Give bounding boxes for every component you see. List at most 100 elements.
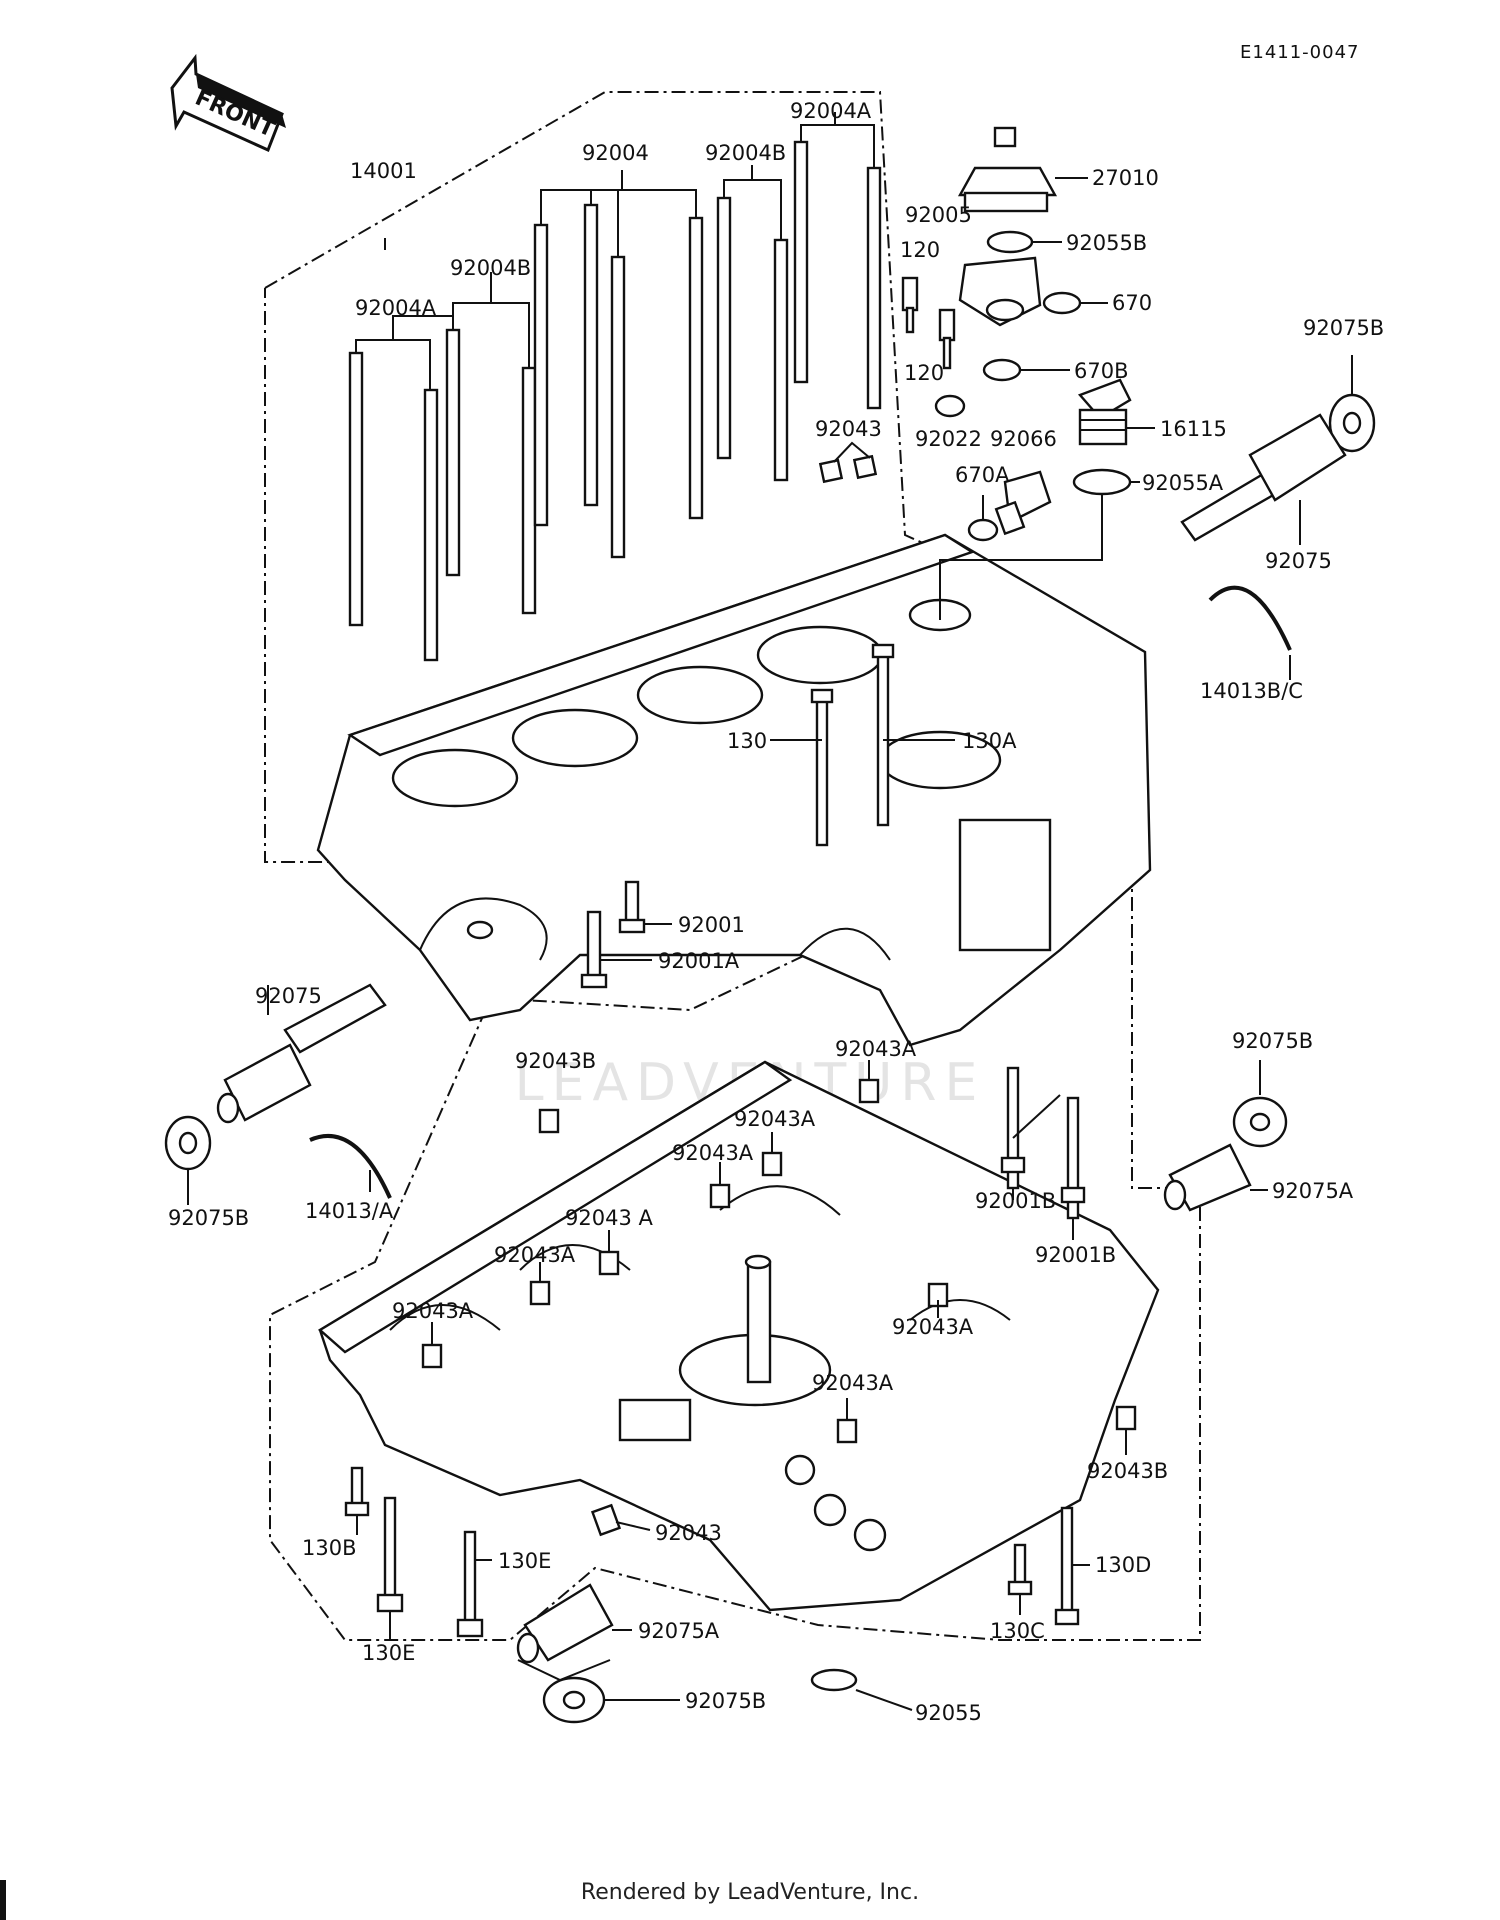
upper-crankcase bbox=[316, 533, 1152, 1047]
dowel-92043a-4 bbox=[598, 1250, 620, 1276]
bolts-130 bbox=[770, 643, 955, 847]
label-130e-2: 130E bbox=[362, 1641, 415, 1665]
stud-92004a-left-2 bbox=[423, 388, 439, 662]
front-arrow-icon: FRONT bbox=[170, 53, 286, 153]
cylinder-bore-4 bbox=[756, 625, 884, 685]
label-92043-bottom: 92043 bbox=[655, 1521, 722, 1545]
label-670: 670 bbox=[1112, 291, 1152, 315]
bolts-bottom bbox=[344, 1466, 1090, 1640]
roller-92075a-bottom bbox=[523, 1583, 614, 1662]
label-130e-1: 130E bbox=[498, 1549, 551, 1573]
label-92043b-left: 92043B bbox=[515, 1049, 596, 1073]
oring-670b bbox=[982, 358, 1022, 382]
stud-92004a-top-1 bbox=[793, 140, 809, 384]
label-92043b-right: 92043B bbox=[1087, 1459, 1168, 1483]
label-92075-left: 92075 bbox=[255, 984, 322, 1008]
label-130: 130 bbox=[727, 729, 767, 753]
label-92075-right: 92075 bbox=[1265, 549, 1332, 573]
dowel-92043b-right bbox=[1115, 1405, 1137, 1431]
dowel-92043a-6 bbox=[421, 1343, 443, 1369]
washer-92022 bbox=[934, 394, 966, 418]
callout-labels: 14001 92004 92004B 92004A 92004B 92004A … bbox=[168, 99, 1384, 1725]
oil-pressure-switch-assembly bbox=[901, 126, 1155, 620]
bolt-130 bbox=[815, 693, 829, 847]
stud-92004b-top-2 bbox=[773, 238, 789, 482]
oil-pipe-lower bbox=[746, 1260, 772, 1384]
label-92005: 92005 bbox=[905, 203, 972, 227]
label-92055a: 92055A bbox=[1142, 471, 1224, 495]
washer-92055 bbox=[810, 1668, 858, 1692]
label-92022: 92022 bbox=[915, 427, 982, 451]
bolt-120-top bbox=[901, 276, 919, 312]
label-120-top: 120 bbox=[900, 238, 940, 262]
dowel-92043a-8 bbox=[836, 1418, 858, 1444]
label-92043a-8: 92043A bbox=[812, 1371, 894, 1395]
pressure-switch-terminal bbox=[993, 126, 1017, 148]
oring-670a bbox=[967, 518, 999, 542]
label-130b: 130B bbox=[302, 1536, 357, 1560]
dowel-92043a-3 bbox=[709, 1183, 731, 1209]
label-92075b-right-top: 92075B bbox=[1303, 316, 1384, 340]
stud-92004-4 bbox=[688, 216, 704, 520]
right-lower-rollers bbox=[1163, 1060, 1288, 1212]
left-rollers bbox=[164, 983, 392, 1205]
label-92004b-left: 92004B bbox=[450, 256, 531, 280]
stud-92004-1 bbox=[533, 223, 549, 527]
bolt-130a bbox=[876, 648, 890, 827]
label-92043a-4: 92043 A bbox=[565, 1206, 653, 1230]
label-27010: 27010 bbox=[1092, 166, 1159, 190]
label-92001b-1: 92001B bbox=[975, 1189, 1056, 1213]
label-130a: 130A bbox=[962, 729, 1017, 753]
label-92075a-right: 92075A bbox=[1272, 1179, 1354, 1203]
label-16115: 16115 bbox=[1160, 417, 1227, 441]
label-92043a-3: 92043A bbox=[672, 1141, 754, 1165]
label-92043-top: 92043 bbox=[815, 417, 882, 441]
page-edge-mark bbox=[0, 1880, 6, 1920]
cylinder-bore-2 bbox=[511, 708, 639, 768]
pressure-switch-27010 bbox=[957, 166, 1058, 197]
label-92004a-top: 92004A bbox=[790, 99, 872, 123]
stud-92004b-top-1 bbox=[716, 196, 732, 460]
label-92004: 92004 bbox=[582, 141, 649, 165]
label-92001: 92001 bbox=[678, 913, 745, 937]
label-14013bc: 14013B/C bbox=[1200, 679, 1303, 703]
label-92055b: 92055B bbox=[1066, 231, 1147, 255]
label-92075b-bottom: 92075B bbox=[685, 1689, 766, 1713]
bracket-14013bc bbox=[1208, 585, 1292, 651]
stud-92004-3 bbox=[610, 255, 626, 559]
right-rollers bbox=[1180, 355, 1376, 680]
stud-leaders bbox=[355, 112, 875, 390]
dowel-92043a-1 bbox=[858, 1078, 880, 1104]
label-92043a-1: 92043A bbox=[835, 1037, 917, 1061]
stud-92004a-left-1 bbox=[348, 351, 364, 627]
label-92001a: 92001A bbox=[658, 949, 740, 973]
stud-92004-2 bbox=[583, 203, 599, 507]
label-92043a-5: 92043A bbox=[494, 1243, 576, 1267]
stud-92004b-left-1 bbox=[445, 328, 461, 577]
dowel-92043a-5 bbox=[529, 1280, 551, 1306]
label-130c: 130C bbox=[990, 1619, 1045, 1643]
label-92055: 92055 bbox=[915, 1701, 982, 1725]
label-14001: 14001 bbox=[350, 159, 417, 183]
dowel-pins-top bbox=[818, 441, 878, 484]
cylinder-bore-1 bbox=[391, 748, 519, 808]
bracket-14013a bbox=[309, 1134, 392, 1199]
dowel-pins-lower bbox=[421, 1060, 1137, 1537]
case-flange-right bbox=[958, 818, 1052, 952]
label-92004b-top: 92004B bbox=[705, 141, 786, 165]
label-120-mid: 120 bbox=[904, 361, 944, 385]
bolt-130e-right bbox=[463, 1530, 477, 1632]
bolts-92001 bbox=[580, 880, 672, 989]
stud-92004a-top-2 bbox=[866, 166, 882, 410]
dowel-92043b-left bbox=[538, 1108, 560, 1134]
label-670a: 670A bbox=[955, 463, 1010, 487]
washer-92055b bbox=[986, 230, 1034, 254]
label-92043a-6: 92043A bbox=[392, 1299, 474, 1323]
stud-bolts bbox=[348, 140, 882, 662]
bolt-130e-left bbox=[383, 1496, 397, 1605]
label-92043a-2: 92043A bbox=[734, 1107, 816, 1131]
bolt-120-mid bbox=[938, 308, 956, 342]
label-92001b-2: 92001B bbox=[1035, 1243, 1116, 1267]
label-670b: 670B bbox=[1074, 359, 1129, 383]
